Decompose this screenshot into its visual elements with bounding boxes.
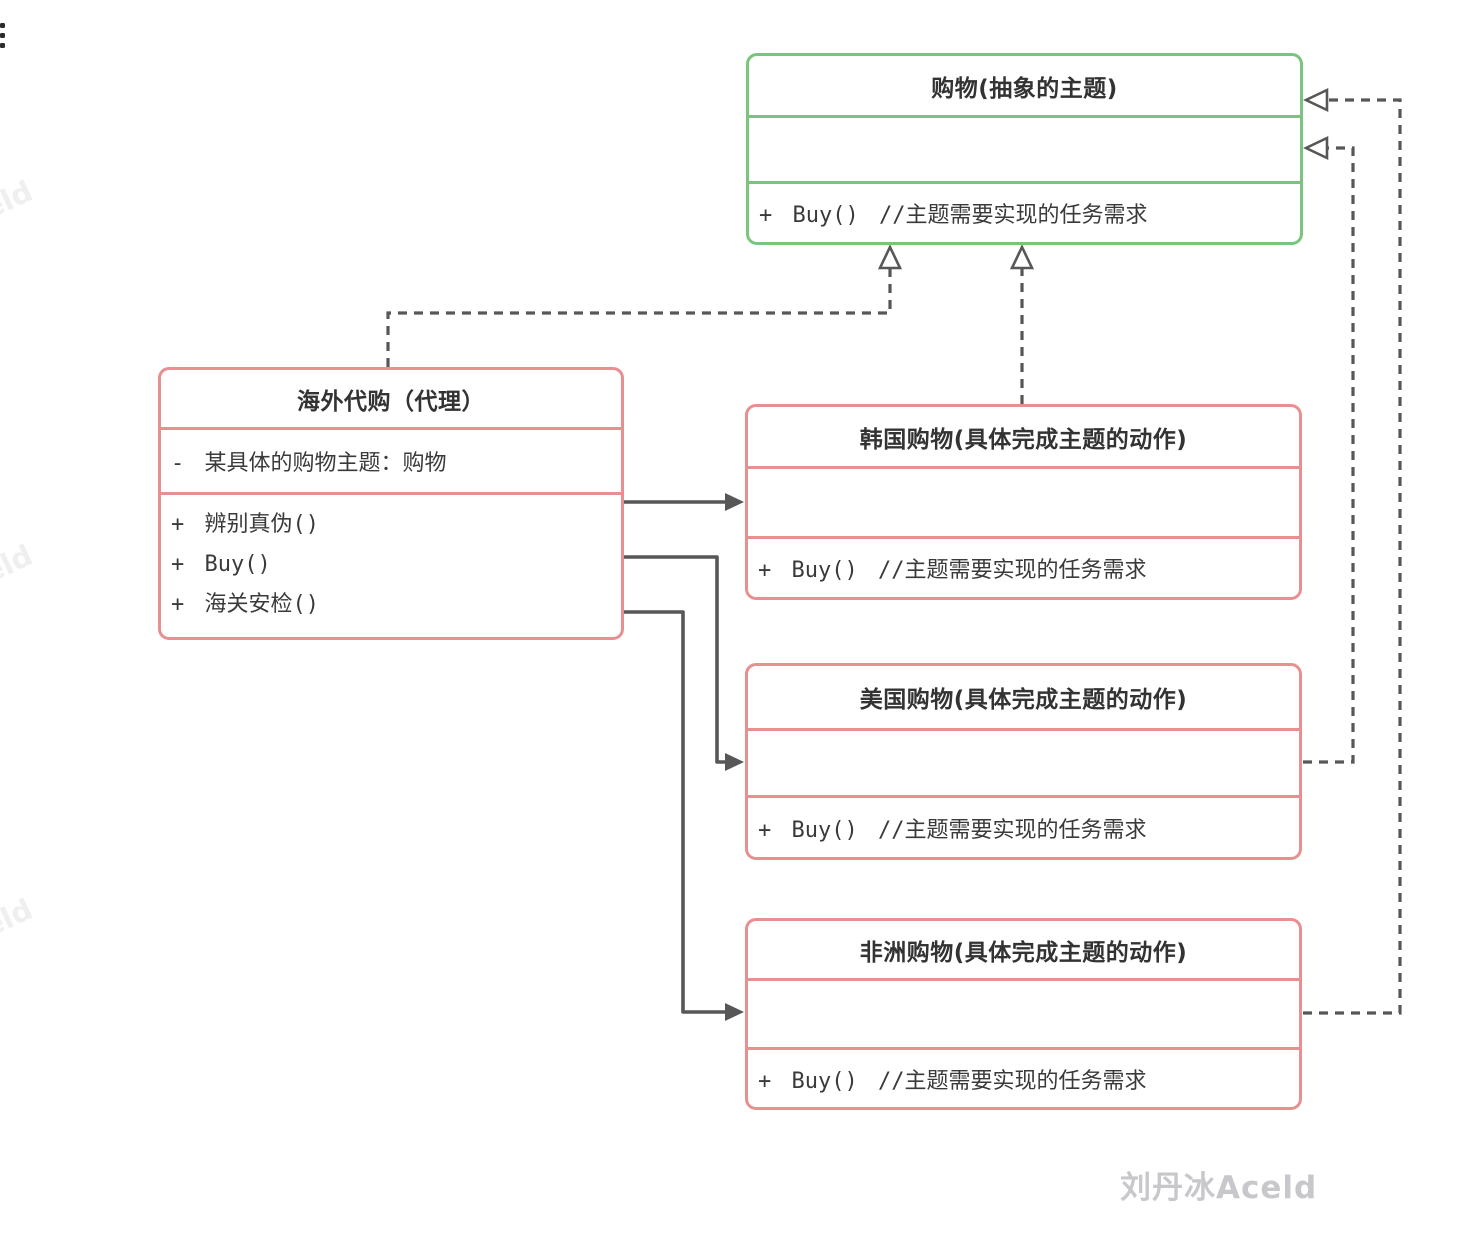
signature-watermark: 刘丹冰Aceld	[1120, 1170, 1318, 1206]
overflow-menu-icon[interactable]	[0, 22, 8, 52]
edge-watermark-bottom: eld	[0, 891, 38, 944]
class-title-usa: 美国购物(具体完成主题的动作)	[859, 687, 1188, 713]
class-attributes-usa	[748, 728, 1299, 795]
hollow-triangle-arrowhead-usa	[1302, 135, 1329, 161]
class-attributes-abstract	[749, 115, 1300, 181]
class-box-africa: 非洲购物(具体完成主题的动作) + Buy() //主题需要实现的任务需求	[745, 918, 1302, 1110]
kebab-dot	[0, 23, 5, 28]
method-line: + Buy()	[171, 552, 271, 577]
class-box-usa: 美国购物(具体完成主题的动作) + Buy() //主题需要实现的任务需求	[745, 663, 1302, 860]
filled-arrowhead-korea	[725, 493, 744, 511]
class-methods-usa: + Buy() //主题需要实现的任务需求	[748, 795, 1299, 857]
class-attributes-africa	[748, 978, 1299, 1047]
class-title-korea: 韩国购物(具体完成主题的动作)	[859, 426, 1188, 453]
filled-arrowhead-africa	[725, 1003, 744, 1021]
class-attributes-proxy: - 某具体的购物主题：购物	[161, 427, 621, 492]
hollow-triangle-arrowhead-africa	[1302, 87, 1329, 113]
class-attributes-korea	[748, 466, 1299, 536]
attribute-line: - 某具体的购物主题：购物	[171, 451, 447, 476]
class-box-abstract-subject: 购物(抽象的主题) + Buy() //主题需要实现的任务需求	[746, 53, 1303, 245]
method-line: + Buy() //主题需要实现的任务需求	[758, 558, 1147, 583]
hollow-triangle-arrowhead-proxy	[877, 243, 903, 270]
kebab-dot	[0, 43, 5, 48]
kebab-dot	[0, 33, 5, 38]
class-title-proxy: 海外代购（代理）	[297, 388, 485, 415]
edge-watermark-top: eld	[0, 173, 38, 226]
class-methods-proxy: + 辨别真伪() + Buy() + 海关安检()	[161, 492, 621, 637]
edge-proxy-realizes-abstract	[386, 268, 892, 367]
class-box-korea: 韩国购物(具体完成主题的动作) + Buy() //主题需要实现的任务需求	[745, 404, 1302, 600]
edge-watermark-middle: eld	[0, 537, 38, 590]
hollow-triangle-arrowhead-korea	[1009, 243, 1035, 270]
filled-arrowhead-usa	[725, 753, 744, 771]
edge-proxy-uses-africa	[624, 610, 726, 1014]
class-title-abstract: 购物(抽象的主题)	[931, 75, 1118, 102]
class-methods-abstract: + Buy() //主题需要实现的任务需求	[749, 181, 1300, 242]
class-methods-korea: + Buy() //主题需要实现的任务需求	[748, 536, 1299, 597]
method-line: + 辨别真伪()	[171, 512, 319, 537]
edge-usa-realizes-abstract	[1303, 146, 1355, 764]
method-line: + Buy() //主题需要实现的任务需求	[758, 1068, 1147, 1094]
class-title-africa: 非洲购物(具体完成主题的动作)	[859, 939, 1188, 966]
method-line: + 海关安检()	[171, 592, 319, 617]
class-box-proxy: 海外代购（代理） - 某具体的购物主题：购物 + 辨别真伪() + Buy() …	[158, 367, 624, 640]
method-line: + Buy() //主题需要实现的任务需求	[759, 203, 1148, 228]
method-line: + Buy() //主题需要实现的任务需求	[758, 817, 1147, 843]
class-methods-africa: + Buy() //主题需要实现的任务需求	[748, 1047, 1299, 1107]
edge-proxy-uses-usa	[624, 555, 726, 764]
edge-africa-realizes-abstract	[1303, 98, 1402, 1015]
